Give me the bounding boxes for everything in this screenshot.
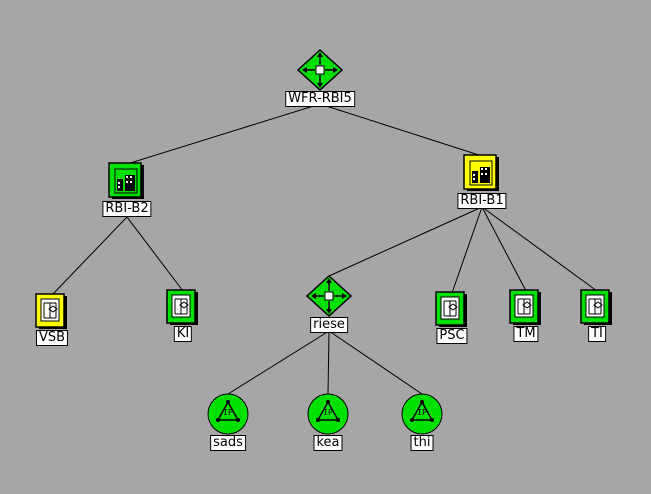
node-psc-label[interactable]: PSC [436, 328, 468, 344]
node-psc-segment-icon[interactable] [435, 291, 469, 329]
node-riese-label[interactable]: riese [310, 317, 348, 333]
node-rbi-b2-label[interactable]: RBI-B2 [102, 201, 152, 217]
svg-text:IP: IP [223, 408, 233, 417]
edge-rbi-b1-to-ti [481, 206, 598, 292]
node-sads-ip-icon[interactable]: IP [206, 392, 250, 436]
edge-wfr-rbi5-to-rbi-b2 [126, 103, 321, 165]
edge-riese-to-kea [327, 330, 330, 395]
node-kea-label[interactable]: kea [313, 435, 343, 451]
node-thi-label[interactable]: thi [410, 435, 434, 451]
node-ki-label[interactable]: KI [173, 326, 193, 342]
node-vsb-segment-icon[interactable] [35, 293, 69, 331]
svg-text:IP: IP [323, 408, 333, 417]
node-vsb-label[interactable]: VSB [35, 330, 69, 346]
node-rbi-b1-building-icon[interactable] [462, 154, 502, 194]
edge-rbi-b2-to-vsb [51, 216, 128, 296]
edge-riese-to-thi [328, 330, 423, 395]
node-sads-label[interactable]: sads [210, 435, 246, 451]
node-kea-ip-icon[interactable]: IP [306, 392, 350, 436]
node-ti-label[interactable]: TI [588, 326, 606, 342]
node-tm-segment-icon[interactable] [509, 289, 543, 327]
node-ti-segment-icon[interactable] [580, 289, 614, 327]
edge-rbi-b1-to-tm [481, 206, 527, 292]
node-riese-router-icon[interactable] [305, 274, 353, 318]
node-wfr-rbi5-router-icon[interactable] [296, 48, 344, 92]
svg-text:IP: IP [417, 408, 427, 417]
edge-rbi-b2-to-ki [126, 216, 184, 292]
node-wfr-rbi5-label[interactable]: WFR-RBI5 [285, 91, 355, 107]
node-thi-ip-icon[interactable]: IP [400, 392, 444, 436]
edge-rbi-b1-to-riese [328, 206, 483, 277]
node-rbi-b1-label[interactable]: RBI-B1 [457, 193, 507, 209]
edge-rbi-b1-to-psc [451, 206, 483, 294]
edge-riese-to-sads [227, 330, 330, 395]
node-ki-segment-icon[interactable] [166, 289, 200, 327]
node-rbi-b2-building-icon[interactable] [107, 162, 147, 202]
node-tm-label[interactable]: TM [513, 326, 539, 342]
edge-wfr-rbi5-to-rbi-b1 [319, 103, 483, 157]
